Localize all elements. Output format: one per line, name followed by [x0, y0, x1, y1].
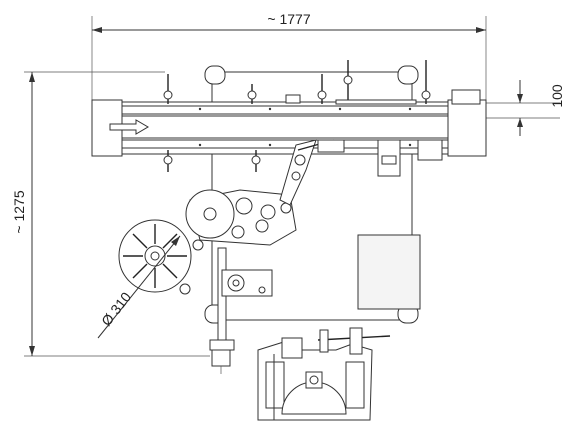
control-box	[357, 234, 421, 310]
height-dimension: ~ 1275	[11, 71, 210, 357]
conveyor-height-dimension: 100	[486, 80, 565, 136]
support-post	[209, 247, 273, 374]
labeling-head	[185, 139, 345, 251]
product-container	[257, 327, 391, 421]
width-dimension-label: ~ 1777	[267, 11, 310, 27]
direction-arrow-icon	[109, 119, 149, 135]
width-dimension: ~ 1777	[91, 11, 487, 100]
conveyor-belt	[91, 60, 487, 177]
conveyor-height-label: 100	[549, 84, 565, 108]
reel-diameter-label: Ø 310	[98, 289, 134, 329]
height-dimension-label: ~ 1275	[11, 190, 27, 233]
label-reel	[118, 219, 192, 295]
